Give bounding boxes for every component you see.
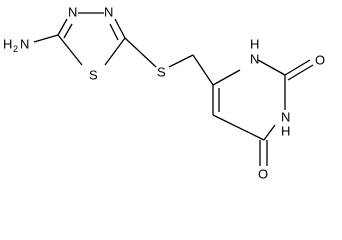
thiadiazole-s-label: S — [89, 68, 98, 83]
bond-n3-c4 — [263, 124, 276, 141]
bond-c2-o-double — [287, 64, 314, 81]
ring-nh-bottom-h-label: H — [281, 124, 290, 139]
bond-c2-s1 — [104, 37, 126, 66]
oxygen-bottom-label: O — [258, 167, 268, 182]
bond-c2-s — [124, 37, 157, 68]
oxygen-top-label: O — [315, 53, 325, 68]
ring-nh-top-h-label: H — [250, 37, 259, 52]
bond-n3-c2-double — [109, 23, 119, 41]
bond-c5-n4 — [57, 18, 68, 36]
thiadiazole-n-left-label: N — [68, 5, 77, 20]
amino-subscript-label: 2 — [13, 44, 18, 54]
bonds — [33, 12, 314, 166]
amino-n-label: N — [20, 37, 29, 52]
bond-amino-c5 — [33, 34, 59, 43]
bond-s-ch2 — [168, 54, 194, 68]
atom-labels: H 2 N N N S S H N N H O O — [3, 5, 325, 182]
bond-n3-c2 — [114, 18, 126, 39]
ring-nh-bottom-n-label: N — [281, 110, 290, 125]
bond-n1-c2 — [257, 59, 286, 76]
bond-c6-n1 — [212, 69, 241, 86]
thioether-s-label: S — [157, 65, 166, 80]
bond-c5-n4-double — [63, 23, 73, 39]
bond-c4-c5 — [212, 114, 265, 141]
bond-s1-c5 — [57, 34, 83, 66]
amino-h-label: H — [3, 37, 12, 52]
bond-c2-o — [284, 59, 311, 76]
thiadiazole-n-right-label: N — [104, 5, 113, 20]
bond-ch2-c6 — [192, 54, 214, 86]
ring-nh-top-n-label: N — [250, 52, 259, 67]
chemical-structure: H 2 N N N S S H N N H O O — [3, 5, 325, 182]
